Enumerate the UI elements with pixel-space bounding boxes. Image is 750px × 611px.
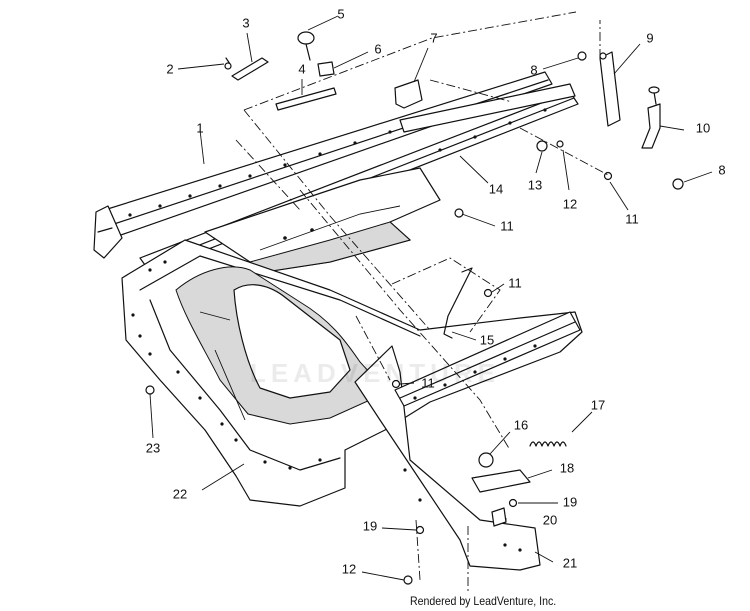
callout-20: 20 <box>543 512 557 527</box>
part-22-front-shroud <box>121 239 583 507</box>
watermark: LEADVENTURE <box>249 358 500 388</box>
callout-23: 23 <box>146 440 160 455</box>
callout-2: 2 <box>166 61 173 76</box>
callout-21: 21 <box>563 555 577 570</box>
callout-12-bottom: 12 <box>342 561 356 576</box>
callout-22: 22 <box>173 486 187 501</box>
callouts: 1 2 3 4 5 6 7 8 9 10 8 11 12 13 14 11 11… <box>146 6 726 576</box>
callout-19-right: 19 <box>563 494 577 509</box>
render-credit: Rendered by LeadVenture, Inc. <box>410 594 557 608</box>
callout-11-mid: 11 <box>508 275 522 290</box>
hardware <box>145 31 684 585</box>
callout-1: 1 <box>196 120 203 135</box>
callout-18: 18 <box>560 460 574 475</box>
callout-13: 13 <box>528 177 542 192</box>
callout-11-lower: 11 <box>421 375 435 390</box>
lower-right-arm <box>354 311 581 571</box>
callout-8-right: 8 <box>718 162 725 177</box>
callout-11-right: 11 <box>625 211 639 226</box>
callout-3: 3 <box>242 15 249 30</box>
callout-16: 16 <box>514 417 528 432</box>
callout-7: 7 <box>430 30 437 45</box>
callout-14: 14 <box>489 181 503 196</box>
callout-19-left: 19 <box>363 518 377 533</box>
callout-5: 5 <box>337 6 344 21</box>
callout-8-top: 8 <box>530 62 537 77</box>
callout-15: 15 <box>480 332 494 347</box>
callout-6: 6 <box>374 41 381 56</box>
assembly-lines <box>235 11 611 594</box>
callout-12-top: 12 <box>563 196 577 211</box>
callout-11-center: 11 <box>500 218 514 233</box>
callout-4: 4 <box>298 61 305 76</box>
callout-9: 9 <box>646 30 653 45</box>
leader-lines <box>149 15 713 581</box>
callout-10: 10 <box>696 120 710 135</box>
callout-17: 17 <box>591 397 605 412</box>
